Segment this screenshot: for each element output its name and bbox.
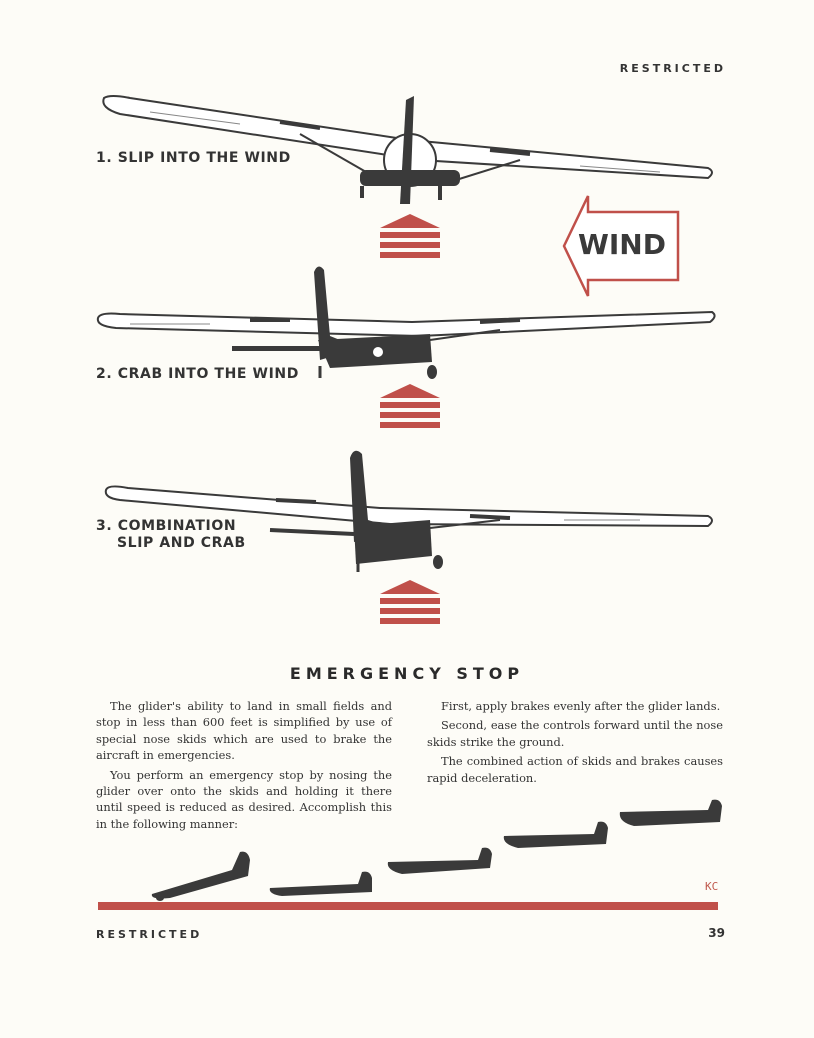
caption-1-num: 1. xyxy=(96,150,113,166)
caption-3: 3. COMBINATION SLIP AND CRAB xyxy=(96,518,246,552)
caption-3-num: 3. xyxy=(96,518,113,534)
ground-line xyxy=(98,902,718,910)
sequence-glider-2 xyxy=(269,871,372,896)
caption-1: 1. SLIP INTO THE WIND xyxy=(96,150,291,167)
page-number: 39 xyxy=(708,926,725,940)
glider-3-combination xyxy=(104,450,713,624)
landing-illustration: WIND xyxy=(96,95,716,624)
left-column: The glider's ability to land in small fi… xyxy=(96,698,392,835)
sequence-glider-4 xyxy=(503,821,608,848)
right-paragraph-2: Second, ease the controls forward until … xyxy=(427,718,723,749)
sequence-glider-1 xyxy=(151,851,250,899)
glider-1-slip xyxy=(102,95,713,258)
caption-2-num: 2. xyxy=(96,366,113,382)
sequence-glider-5 xyxy=(619,799,722,826)
emergency-stop-sequence xyxy=(98,799,722,910)
footer-restricted: RESTRICTED xyxy=(96,928,203,941)
right-paragraph-1: First, apply brakes evenly after the gli… xyxy=(441,699,721,713)
sequence-glider-3 xyxy=(387,847,492,874)
right-paragraph-3: The combined action of skids and brakes … xyxy=(427,754,723,785)
wind-label: WIND xyxy=(578,228,666,261)
landing-diagram-svg: WIND xyxy=(96,95,716,624)
caption-2: 2. CRAB INTO THE WIND xyxy=(96,366,299,383)
caption-2-text: CRAB INTO THE WIND xyxy=(117,366,299,382)
glider-2-crab xyxy=(96,266,716,428)
caption-3-line2: SLIP AND CRAB xyxy=(117,535,246,551)
left-paragraph-1: The glider's ability to land in small fi… xyxy=(96,699,392,763)
section-title: EMERGENCY STOP xyxy=(289,664,525,683)
left-paragraph-2: You perform an emergency stop by nosing … xyxy=(96,767,392,831)
header-restricted: RESTRICTED xyxy=(619,62,726,75)
right-column: First, apply brakes evenly after the gli… xyxy=(427,698,723,789)
artist-initials: KC xyxy=(705,880,719,893)
wind-arrow: WIND xyxy=(562,195,680,297)
caption-1-text: SLIP INTO THE WIND xyxy=(117,150,291,166)
caption-3-line1: COMBINATION xyxy=(117,518,237,534)
